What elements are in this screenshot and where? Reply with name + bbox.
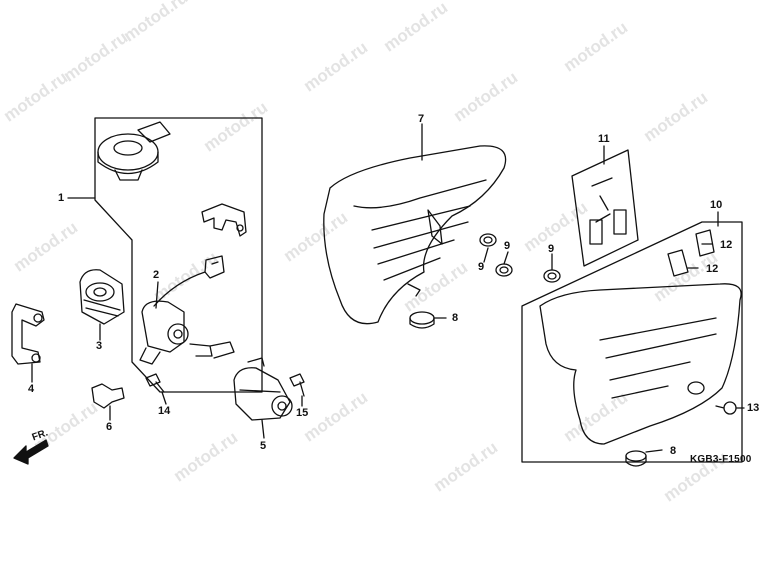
callout-3: 3 [96, 340, 103, 352]
grommet-9-c [543, 269, 561, 283]
decals-12 [667, 229, 715, 277]
callout-11: 11 [598, 133, 610, 145]
part-4 [11, 303, 45, 365]
part-15 [289, 373, 305, 397]
part-6 [91, 383, 125, 409]
callout-15: 15 [296, 407, 309, 419]
callout-8-left: 8 [452, 312, 459, 324]
callout-2: 2 [153, 269, 160, 281]
side-cover-right [539, 283, 742, 445]
bolt-13 [715, 401, 737, 415]
callout-12-a: 12 [720, 239, 733, 251]
ignition-switch [139, 255, 235, 365]
front-arrow [13, 439, 49, 465]
grommet-9-a [479, 233, 497, 247]
cap-assembly [97, 121, 171, 181]
group-frame-1 [94, 117, 263, 393]
part-14 [145, 373, 165, 393]
callout-10: 10 [710, 199, 723, 211]
callout-9-b: 9 [504, 240, 511, 252]
callout-9-a: 9 [478, 261, 485, 273]
group-frame-10 [521, 221, 743, 463]
callout-13: 13 [747, 402, 760, 414]
drawing-code: KGB3-F1500 [690, 454, 752, 465]
leader-lines [31, 123, 745, 453]
callout-4: 4 [28, 383, 35, 395]
part-5 [233, 357, 293, 421]
side-cover-left [323, 145, 507, 325]
emblem-11 [571, 149, 639, 267]
grommet-8-right [625, 450, 647, 467]
grommet-9-b [495, 263, 513, 277]
callout-5: 5 [260, 440, 267, 452]
part-3 [79, 269, 125, 325]
bracket [201, 203, 247, 237]
callout-14: 14 [158, 405, 171, 417]
callout-9-c: 9 [548, 243, 555, 255]
callout-1: 1 [58, 192, 65, 204]
callout-8-right: 8 [670, 445, 677, 457]
callout-7: 7 [418, 113, 425, 125]
callout-12-b: 12 [706, 263, 719, 275]
grommet-8-left [409, 311, 435, 329]
callout-6: 6 [106, 421, 113, 433]
